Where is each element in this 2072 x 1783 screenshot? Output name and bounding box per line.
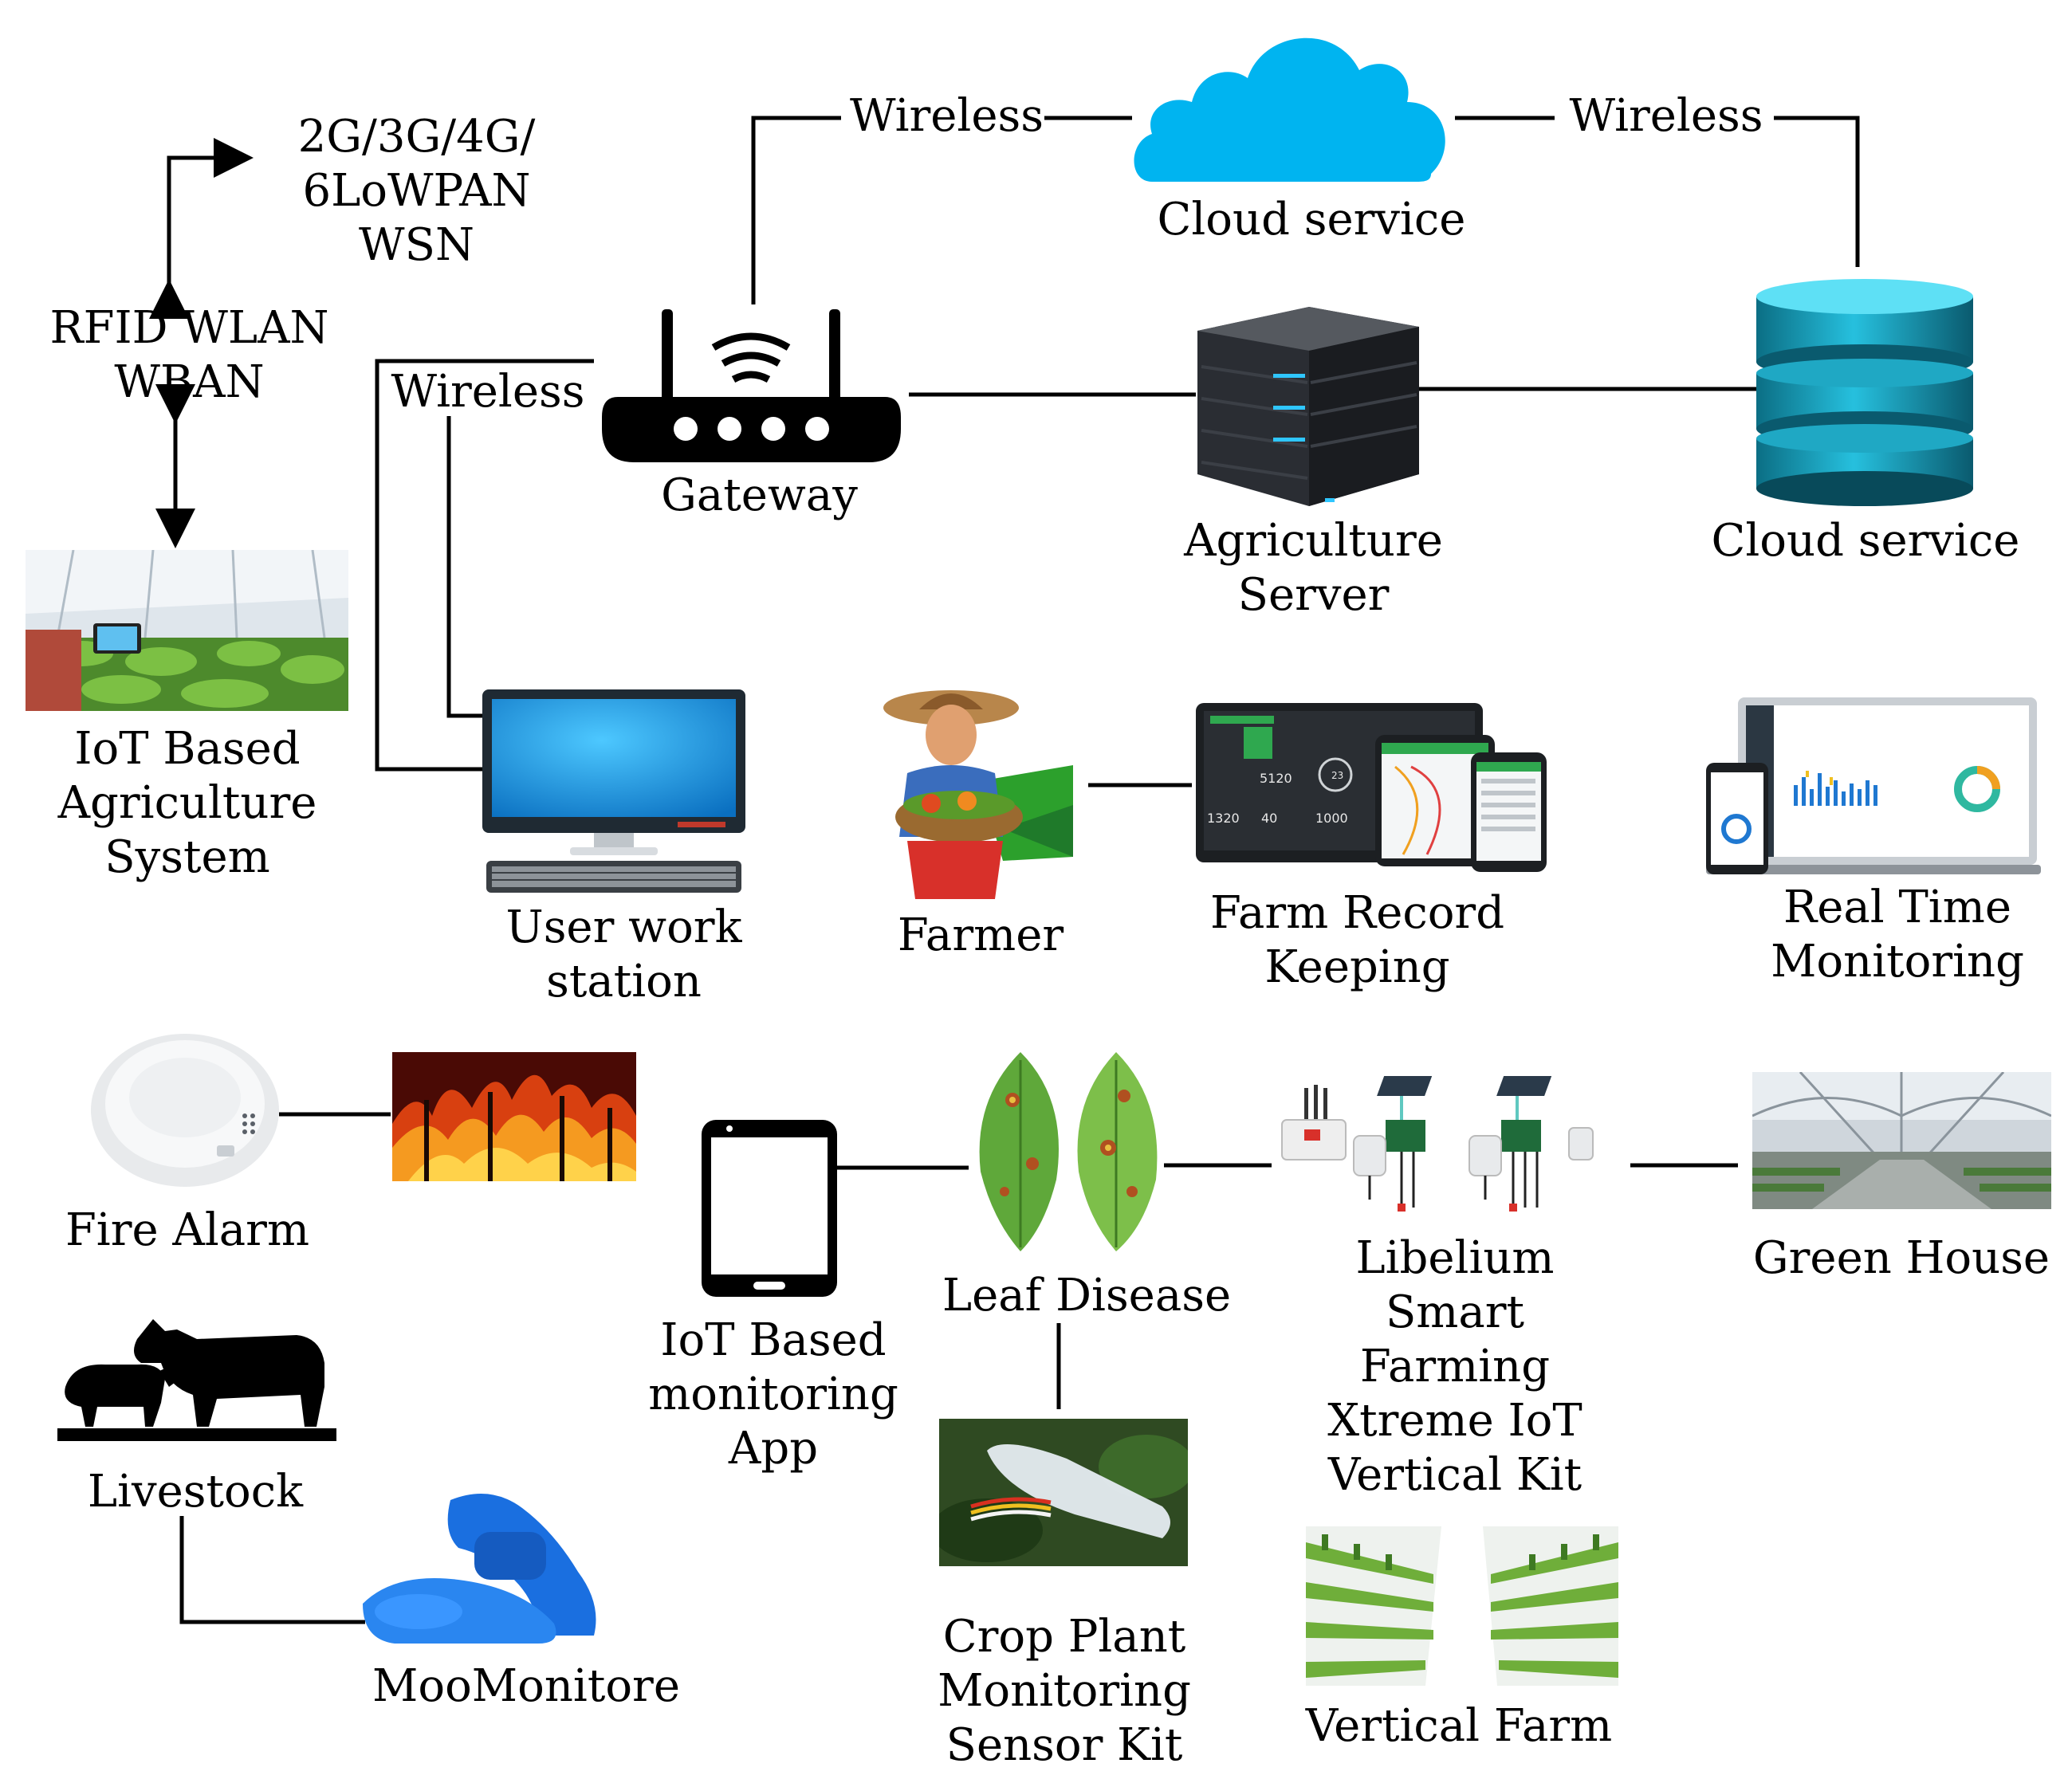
- livestock-label: Livestock: [87, 1466, 304, 1518]
- line-rfid-to-network: [149, 138, 254, 319]
- iot-agriculture-system-label: IoT Based Agriculture System: [57, 723, 317, 883]
- laptop-phone-icon: [1706, 697, 2041, 877]
- cloud-icon: [1128, 22, 1457, 182]
- leaf-disease-label: Leaf Disease: [942, 1270, 1232, 1322]
- dashboard-devices-icon: 5120 1320 40 1000 23: [1196, 703, 1547, 874]
- dash-value-c: 40: [1261, 811, 1277, 826]
- line-inner-to-workstation: [446, 416, 482, 718]
- wireless-label-top-right: Wireless: [1569, 90, 1763, 142]
- real-time-monitoring-label: Real Time Monitoring: [1771, 882, 2024, 988]
- monitor-icon: [482, 689, 745, 897]
- smoke-detector-icon: [89, 1024, 281, 1188]
- line-outer-to-workstation: [375, 359, 594, 772]
- iot-kit-icon: [1274, 1072, 1617, 1216]
- agriculture-server-label: Agriculture Server: [1184, 515, 1443, 621]
- server-icon: [1197, 307, 1419, 506]
- fire-alarm-label: Fire Alarm: [65, 1204, 310, 1256]
- fire-image: [392, 1052, 636, 1181]
- router-icon: [602, 309, 901, 462]
- farm-record-keeping-label: Farm Record Keeping: [1209, 887, 1505, 993]
- iot-agriculture-photo: [26, 550, 348, 711]
- dash-value-a: 5120: [1260, 771, 1292, 786]
- rfid-wlan-wban-label: RFID WLAN WBAN: [49, 302, 329, 408]
- libelium-kit-label: Libelium Smart Farming Xtreme IoT Vertic…: [1327, 1232, 1583, 1501]
- iot-monitoring-app-label: IoT Based monitoring App: [648, 1314, 898, 1475]
- vertical-farm-label: Vertical Farm: [1305, 1700, 1613, 1752]
- wireless-label-left: Wireless: [391, 366, 585, 418]
- crop-plant-sensor-kit-label: Crop Plant Monitoring Sensor Kit: [938, 1611, 1191, 1771]
- line-livestock-to-moomonitore: [179, 1516, 365, 1624]
- line-gateway-to-cloud: [751, 116, 841, 304]
- cloud-service-label-db: Cloud service: [1711, 515, 2020, 567]
- greenhouse-image: [1752, 1072, 2051, 1209]
- leaf-icon: [969, 1052, 1166, 1251]
- dash-value-e: 23: [1331, 770, 1343, 781]
- gateway-label: Gateway: [661, 469, 858, 521]
- dash-value-d: 1000: [1315, 811, 1348, 826]
- wireless-label-top-left: Wireless: [850, 90, 1044, 142]
- farmer-icon: [875, 685, 1073, 899]
- collar-device-icon: [363, 1484, 619, 1648]
- green-house-label: Green House: [1752, 1232, 2050, 1284]
- user-workstation-label: User work station: [505, 901, 742, 1007]
- database-icon: [1756, 279, 1973, 506]
- cloud-service-label-top: Cloud service: [1157, 194, 1466, 245]
- livestock-icon: [57, 1307, 336, 1441]
- vertical-farm-image: [1306, 1526, 1618, 1686]
- moomonitore-label: MooMonitore: [372, 1660, 680, 1712]
- line-cloud-to-db: [1774, 116, 1860, 267]
- network-types-label: 2G/3G/4G/ 6LoWPAN WSN: [297, 111, 536, 271]
- farmer-label: Farmer: [897, 909, 1064, 961]
- smartphone-icon: [702, 1120, 837, 1297]
- dash-value-b: 1320: [1207, 811, 1240, 826]
- sensor-kit-icon: [939, 1419, 1188, 1566]
